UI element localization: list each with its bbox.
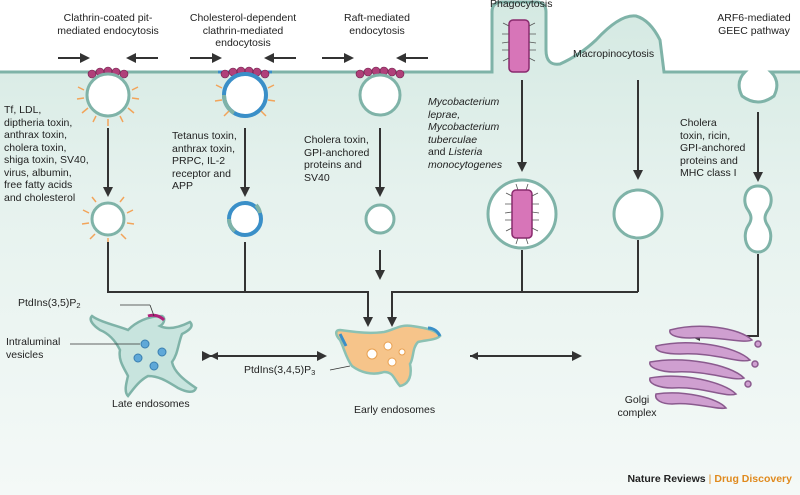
cargo-phagocytosis: Mycobacterium leprae, Mycobacterium tube… bbox=[428, 96, 528, 171]
cargo-arf6-1: toxin, ricin, bbox=[680, 129, 731, 142]
pi35-base: PtdIns(3,5)P bbox=[18, 297, 77, 309]
footer-journal: Nature Reviews bbox=[627, 473, 706, 485]
cargo-clathrin-6: free fatty acids bbox=[4, 179, 73, 191]
title-cholesterol-l2: clathrin-mediated bbox=[202, 24, 284, 37]
title-phagocytosis: Phagocytosis bbox=[490, 0, 553, 10]
intraluminal-l2: vesicles bbox=[6, 348, 44, 361]
cargo-arf6-2: GPI-anchored bbox=[680, 142, 746, 154]
title-cholesterol-l1: Cholesterol-dependent bbox=[189, 12, 297, 24]
early-endosomes-label: Early endosomes bbox=[354, 404, 436, 416]
caveolin-pit bbox=[214, 72, 276, 118]
title-raft-l2: endocytosis bbox=[349, 24, 405, 37]
cargo-cholesterol-1: anthrax toxin, bbox=[172, 142, 236, 155]
late-endosomes-label: Late endosomes bbox=[112, 398, 190, 410]
intraluminal-l1: Intraluminal bbox=[6, 336, 61, 348]
cargo-cholesterol-4: APP bbox=[172, 180, 194, 192]
clathrin-pit bbox=[76, 72, 140, 126]
title-macropinocytosis: Macropinocytosis bbox=[573, 48, 655, 60]
cargo-phago-0: Mycobacterium bbox=[428, 96, 500, 108]
plasma-membrane bbox=[0, 0, 800, 104]
title-arf6-l2: GEEC pathway bbox=[718, 24, 790, 37]
title-cholesterol-l3: endocytosis bbox=[215, 37, 271, 49]
footer-separator: | bbox=[708, 473, 712, 485]
golgi-label: Golgi complex bbox=[612, 394, 662, 419]
clathrin-vesicle bbox=[81, 196, 135, 244]
cargo-cholesterol-3: receptor and bbox=[172, 167, 231, 180]
late-endosome bbox=[89, 313, 198, 398]
title-clathrin-l2: mediated endocytosis bbox=[57, 24, 159, 37]
cargo-arf6-3: proteins and bbox=[680, 154, 738, 167]
cargo-cholesterol: Tetanus toxin, anthrax toxin, PRPC, IL-2… bbox=[172, 130, 252, 193]
early-endosome bbox=[335, 324, 442, 388]
cargo-arf6: Cholera toxin, ricin, GPI-anchored prote… bbox=[680, 117, 760, 180]
cargo-clathrin-3: cholera toxin, bbox=[4, 141, 67, 154]
cargo-clathrin-0: Tf, LDL, bbox=[4, 104, 42, 116]
title-cholesterol: Cholesterol-dependent clathrin-mediated … bbox=[178, 12, 308, 50]
title-arf6: ARF6-mediated GEEC pathway bbox=[708, 12, 800, 37]
cargo-raft-0: Cholera toxin, bbox=[304, 134, 369, 146]
cargo-phago-1: leprae, bbox=[428, 108, 461, 121]
cargo-clathrin-7: and cholesterol bbox=[4, 191, 76, 204]
pi345-sub: 3 bbox=[311, 368, 316, 377]
converge-left bbox=[107, 242, 373, 327]
raft-pit bbox=[358, 73, 402, 117]
title-arf6-l1: ARF6-mediated bbox=[717, 12, 791, 24]
cargo-phago-5: monocytogenes bbox=[428, 158, 503, 171]
phagosome bbox=[486, 178, 558, 250]
cargo-clathrin-5: virus, albumin, bbox=[4, 166, 72, 179]
cargo-clathrin: Tf, LDL, diptheria toxin, anthrax toxin,… bbox=[4, 104, 94, 204]
caveolin-vesicle bbox=[227, 201, 263, 237]
title-clathrin: Clathrin-coated pit- mediated endocytosi… bbox=[48, 12, 168, 37]
cargo-phago-listeria: Listeria bbox=[448, 146, 483, 158]
intraluminal-label: Intraluminal vesicles bbox=[6, 336, 60, 361]
macropinosome bbox=[612, 188, 664, 240]
pi345-base: PtdIns(3,4,5)P bbox=[244, 364, 312, 376]
cargo-phago-2: Mycobacterium bbox=[428, 121, 500, 133]
cargo-clathrin-4: shiga toxin, SV40, bbox=[4, 154, 89, 166]
title-raft: Raft-mediated endocytosis bbox=[332, 12, 422, 37]
pi345-leader bbox=[329, 365, 351, 371]
cargo-raft-2: proteins and bbox=[304, 159, 362, 171]
cargo-cholesterol-0: Tetanus toxin, bbox=[172, 130, 237, 142]
late-arrowhead bbox=[210, 352, 218, 360]
cargo-arf6-0: Cholera bbox=[680, 117, 717, 129]
cargo-phago-3: tuberculae bbox=[428, 133, 478, 146]
raft-vesicle bbox=[364, 203, 396, 235]
cargo-raft-3: SV40 bbox=[304, 171, 330, 184]
converge-right bbox=[387, 250, 523, 327]
cargo-cholesterol-2: PRPC, IL-2 bbox=[172, 155, 226, 167]
cargo-clathrin-1: diptheria toxin, bbox=[4, 116, 73, 129]
cargo-raft-1: GPI-anchored bbox=[304, 146, 370, 159]
pi35-leader-2 bbox=[149, 304, 155, 317]
title-raft-l1: Raft-mediated bbox=[344, 12, 410, 24]
clathrin-beads-1 bbox=[87, 66, 129, 79]
pi345p3-label: PtdIns(3,4,5)P3 bbox=[244, 364, 315, 380]
geec-tubule bbox=[743, 184, 773, 254]
early-golgi-double-arrow bbox=[470, 351, 582, 361]
journal-footer: Nature Reviews|Drug Discovery bbox=[627, 473, 792, 485]
title-clathrin-l1: Clathrin-coated pit- bbox=[63, 12, 153, 24]
golgi-l1: Golgi bbox=[624, 394, 650, 406]
cargo-phago-and: and bbox=[428, 146, 446, 158]
golgi-complex bbox=[649, 325, 762, 410]
cargo-arf6-4: MHC class I bbox=[680, 167, 737, 179]
bacterium-in-cup bbox=[501, 19, 537, 73]
cargo-raft: Cholera toxin, GPI-anchored proteins and… bbox=[304, 134, 384, 184]
pi35p2-label: PtdIns(3,5)P2 bbox=[18, 297, 81, 313]
golgi-l2: complex bbox=[617, 406, 657, 419]
pi35-sub: 2 bbox=[76, 301, 81, 310]
cargo-clathrin-2: anthrax toxin, bbox=[4, 129, 68, 141]
clathrin-beads-3 bbox=[355, 66, 405, 79]
footer-section: Drug Discovery bbox=[714, 473, 792, 485]
cargo-phago-4: and Listeria bbox=[428, 146, 528, 159]
